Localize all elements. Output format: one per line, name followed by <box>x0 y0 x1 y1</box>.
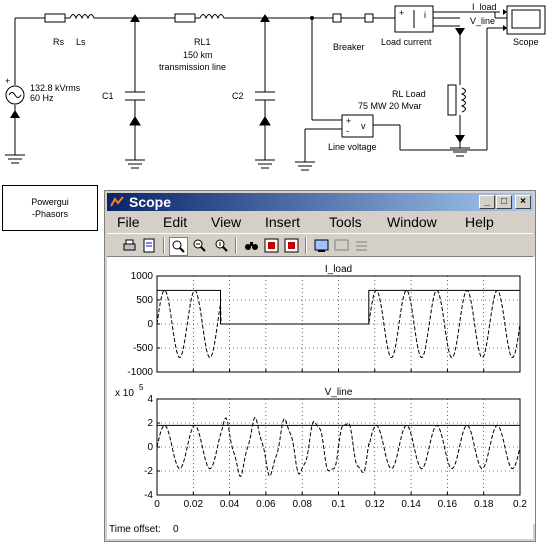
load-current-label: Load current <box>381 37 432 47</box>
series-line-1 <box>156 416 521 478</box>
c1-label: C1 <box>102 91 114 101</box>
x-tick-label: 0.12 <box>365 499 385 510</box>
svg-text:+: + <box>5 76 10 86</box>
x-tick-label: 0 <box>154 499 160 510</box>
c2-label: C2 <box>232 91 244 101</box>
matlab-icon <box>110 196 124 207</box>
series-line-0 <box>157 289 520 325</box>
y-tick-label: 2 <box>147 418 153 429</box>
save-axes-icon[interactable] <box>263 237 280 254</box>
close-button[interactable]: × <box>515 195 531 209</box>
maximize-icon: □ <box>500 196 508 207</box>
line-label-2: transmission line <box>159 62 226 72</box>
y-tick-label: -2 <box>144 466 153 477</box>
svg-text:i: i <box>424 10 426 20</box>
close-icon: × <box>520 196 526 207</box>
y-exponent-label: x 10 <box>115 388 134 399</box>
x-tick-label: 0.06 <box>256 499 276 510</box>
window-title: Scope <box>129 194 172 210</box>
zoom-y-icon[interactable] <box>213 237 230 254</box>
svg-text:+: + <box>346 116 351 126</box>
y-tick-label: 4 <box>147 394 153 405</box>
toolbar-separator <box>305 237 307 254</box>
menu-view[interactable]: View <box>211 214 242 230</box>
powergui-line1: Powergui <box>31 197 69 207</box>
toolbar-separator <box>163 237 165 254</box>
x-tick-label: 0.02 <box>184 499 204 510</box>
toolbar <box>107 233 533 257</box>
y-tick-label: 0 <box>147 442 153 453</box>
menu-help[interactable]: Help <box>465 214 494 230</box>
rs-label: Rs <box>53 37 64 47</box>
zoom-x-icon[interactable] <box>191 237 208 254</box>
y-tick-label: -4 <box>144 490 153 501</box>
y-tick-label: -1000 <box>127 367 153 378</box>
breaker-label: Breaker <box>333 42 365 52</box>
rl1-label: RL1 <box>194 37 211 47</box>
signal-i-load: I_load <box>472 2 497 12</box>
menu-insert[interactable]: Insert <box>265 214 301 230</box>
line-voltage-label: Line voltage <box>328 142 377 152</box>
svg-text:-: - <box>346 126 349 136</box>
load-label-1: RL Load <box>392 89 426 99</box>
status-bar: Time offset: 0 <box>107 523 533 539</box>
time-offset-label: Time offset: <box>109 524 161 535</box>
x-tick-label: 0.04 <box>220 499 240 510</box>
print-preview-icon[interactable] <box>141 237 158 254</box>
plot-area: I_load -1000 -500 0 500 1000 V_line 0 0.02 0.04 0… <box>107 257 535 524</box>
x-tick-label: 0.16 <box>438 499 458 510</box>
minimize-button[interactable]: _ <box>479 195 495 209</box>
y-tick-label: 1000 <box>131 271 154 282</box>
zoom-icon[interactable] <box>169 237 188 256</box>
parameters-icon[interactable] <box>313 237 330 254</box>
time-offset-value: 0 <box>173 524 179 535</box>
powergui-block[interactable]: Powergui -Phasors <box>2 185 98 231</box>
restore-axes-icon[interactable] <box>283 237 300 254</box>
toolbar-separator <box>235 237 237 254</box>
source-label-1: 132.8 kVrms <box>30 83 81 93</box>
menu-tools[interactable]: Tools <box>329 214 362 230</box>
y-exponent-power: 5 <box>139 383 144 392</box>
simulink-diagram: + + i + - <box>5 2 546 171</box>
powergui-line2: -Phasors <box>31 209 68 219</box>
vm-symbol: v <box>361 121 366 131</box>
y-tick-label: 0 <box>147 319 153 330</box>
axes-v-line[interactable]: V_line 0 0.02 0.04 0.06 0.08 0.1 0.12 0.14 0.16 0.… <box>115 383 527 510</box>
load-label-2: 75 MW 20 Mvar <box>358 101 422 111</box>
svg-text:+: + <box>399 8 404 18</box>
axis-title: I_load <box>325 264 352 275</box>
y-tick-label: 500 <box>136 295 153 306</box>
floating-scope-icon[interactable] <box>333 237 350 254</box>
scope-label: Scope <box>513 37 539 47</box>
print-icon[interactable] <box>121 237 138 254</box>
ls-label: Ls <box>76 37 86 47</box>
source-label-2: 60 Hz <box>30 93 54 103</box>
autoscale-icon[interactable] <box>243 237 260 254</box>
minimize-icon: _ <box>484 196 490 207</box>
signal-v-line: V_line <box>470 16 495 26</box>
scope-window: Scope _ □ × File Edit View Insert Tools … <box>104 190 536 542</box>
menu-edit[interactable]: Edit <box>163 214 188 230</box>
menu-window[interactable]: Window <box>387 214 437 230</box>
x-tick-label: 0.18 <box>474 499 494 510</box>
menubar: File Edit View Insert Tools Window Help <box>107 212 533 232</box>
maximize-button[interactable]: □ <box>496 195 512 209</box>
signal-selection-icon[interactable] <box>353 237 370 254</box>
axis-title: V_line <box>325 387 353 398</box>
menu-file[interactable]: File <box>117 214 140 230</box>
x-tick-label: 0.1 <box>332 499 346 510</box>
line-label-1: 150 km <box>183 50 213 60</box>
x-tick-label: 0.2 <box>513 499 527 510</box>
x-tick-label: 0.14 <box>401 499 421 510</box>
y-tick-label: -500 <box>133 343 153 354</box>
x-tick-label: 0.08 <box>292 499 312 510</box>
series-line-1 <box>156 290 521 358</box>
axes-i-load[interactable]: I_load -1000 -500 0 500 1000 <box>127 264 521 378</box>
scope-titlebar[interactable]: Scope _ □ × <box>107 193 533 211</box>
